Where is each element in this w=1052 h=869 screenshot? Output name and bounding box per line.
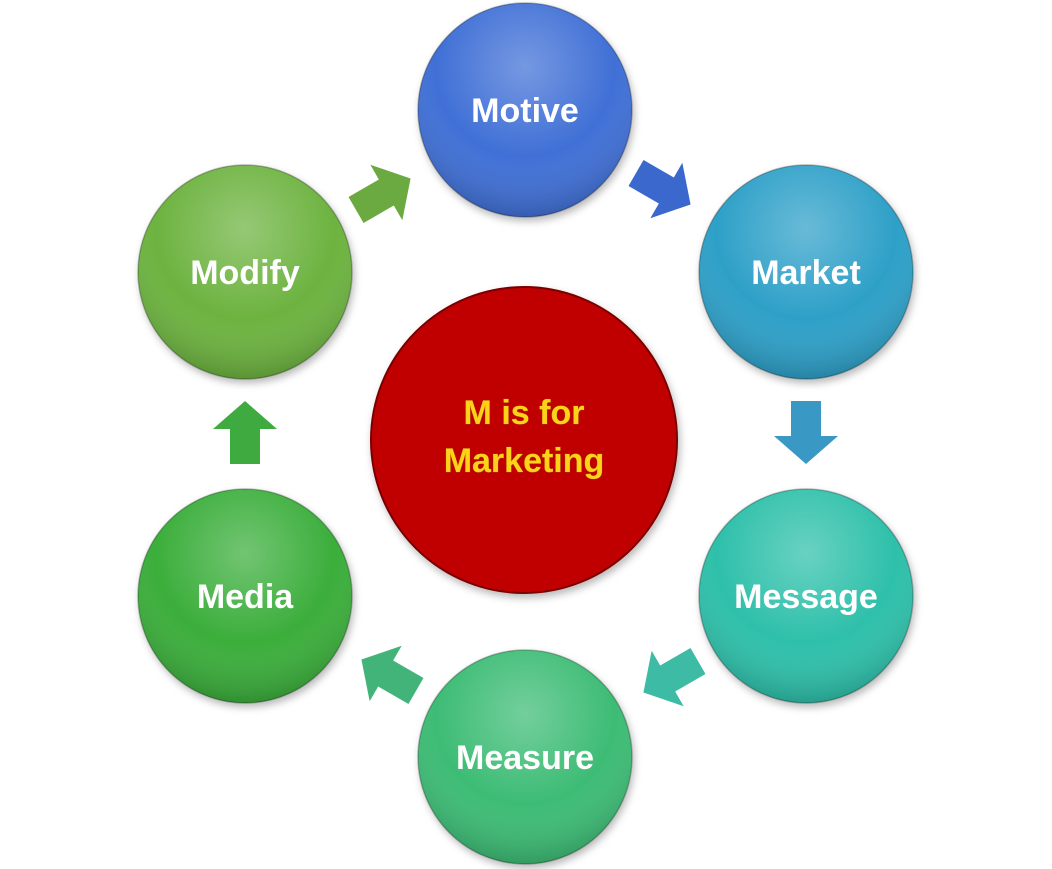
center-circle [370, 286, 678, 594]
node-measure-label: Measure [456, 739, 594, 777]
node-market: Market [698, 164, 914, 380]
node-media: Media [137, 488, 353, 704]
arrow-modify-to-motive [348, 164, 411, 223]
cycle-arrows [213, 160, 838, 707]
node-modify: Modify [137, 164, 353, 380]
arrow-measure-to-media [361, 645, 424, 704]
node-motive: Motive [417, 2, 633, 218]
node-measure: Measure [417, 649, 633, 865]
arrow-motive-to-market [628, 160, 691, 219]
node-market-shine [699, 165, 913, 379]
arrow-media-to-modify [213, 401, 277, 464]
node-message-shine [699, 489, 913, 703]
node-market-label: Market [751, 254, 861, 292]
node-media-label: Media [197, 578, 294, 616]
node-modify-shine [138, 165, 352, 379]
node-message-label: Message [734, 578, 878, 616]
node-motive-label: Motive [471, 92, 579, 130]
node-motive-shine [418, 3, 632, 217]
center-label-line1: M is for [464, 394, 585, 432]
node-media-shine [138, 489, 352, 703]
node-measure-shine [418, 650, 632, 864]
node-modify-label: Modify [190, 254, 300, 292]
node-message: Message [698, 488, 914, 704]
arrow-market-to-message [774, 401, 838, 464]
center-node: M is for Marketing [370, 286, 678, 594]
arrow-message-to-measure [643, 648, 706, 707]
center-label-line2: Marketing [444, 442, 605, 480]
